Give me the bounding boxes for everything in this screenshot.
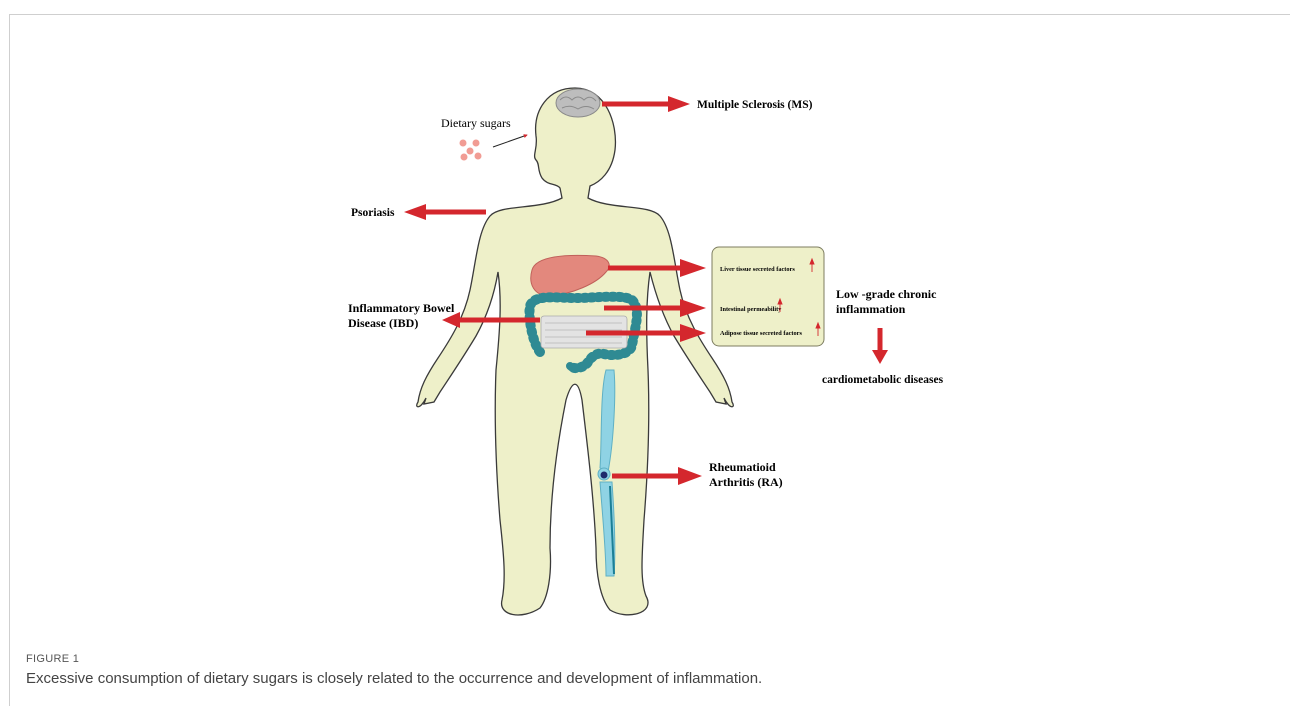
factor-liver-label: Liver tissue secreted factors	[720, 266, 795, 273]
ms-label: Multiple Sclerosis (MS)	[697, 99, 813, 111]
ra-label-line2: Arthritis (RA)	[709, 475, 783, 489]
dietary-sugars-label: Dietary sugars	[441, 116, 511, 130]
low-grade-label-line1: Low -grade chronic	[836, 287, 937, 301]
figure-label: FIGURE 1	[26, 653, 79, 665]
brain-icon	[556, 89, 600, 117]
ibd-label-line1: Inflammatory Bowel	[348, 301, 455, 315]
factor-intestine-label: Intestinal permeability	[720, 306, 782, 313]
ra-label-line1: Rheumatioid	[709, 460, 776, 474]
cardiometabolic-label: cardiometabolic diseases	[822, 374, 944, 386]
factor-adipose-label: Adipose tissue secreted factors	[720, 330, 802, 337]
inflammation-diagram: Liver tissue secreted factors Intestinal…	[0, 0, 1290, 650]
low-grade-label-line2: inflammation	[836, 302, 906, 316]
psoriasis-label: Psoriasis	[351, 207, 395, 219]
sugar-dots-icon	[460, 140, 482, 161]
human-body-silhouette	[417, 88, 734, 615]
ibd-label-line2: Disease (IBD)	[348, 316, 418, 330]
figure-caption: Excessive consumption of dietary sugars …	[26, 670, 762, 687]
sugar-pointer-arrow	[493, 135, 527, 147]
